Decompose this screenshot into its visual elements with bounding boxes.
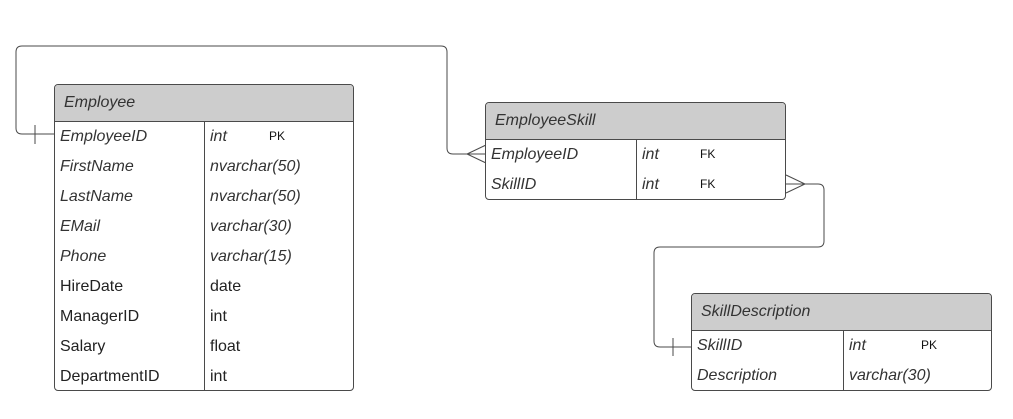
column-row: Salary float <box>55 332 353 362</box>
connector-employee-employeeskill <box>15 45 486 155</box>
column-type: nvarchar(50) <box>210 158 301 175</box>
column-name: EMail <box>60 218 101 235</box>
column-name: EmployeeID <box>60 128 148 145</box>
column-row: Phone varchar(15) <box>55 242 353 272</box>
column-row: HireDate date <box>55 272 353 302</box>
column-type: varchar(30) <box>849 367 931 384</box>
column-row: LastName nvarchar(50) <box>55 182 353 212</box>
entity-employeeskill-title: EmployeeSkill <box>486 103 785 140</box>
column-name: HireDate <box>60 278 124 295</box>
column-type: int <box>210 368 227 385</box>
column-name: Phone <box>60 248 107 265</box>
column-name: SkillID <box>491 176 537 193</box>
key-badge: FK <box>700 146 716 161</box>
column-type: nvarchar(50) <box>210 188 301 205</box>
column-name: ManagerID <box>60 308 140 325</box>
key-badge: FK <box>700 176 716 191</box>
column-row: FirstName nvarchar(50) <box>55 152 353 182</box>
entity-employee-title: Employee <box>55 85 353 122</box>
column-type: float <box>210 338 241 355</box>
column-type: date <box>210 278 242 295</box>
column-row: ManagerID int <box>55 302 353 332</box>
connector-skilldescription-employeeskill <box>653 183 825 348</box>
many-marker-employeeskill-employeeid <box>465 144 487 164</box>
column-name: FirstName <box>60 158 134 175</box>
column-type: int <box>210 308 227 325</box>
entity-skilldescription-title: SkillDescription <box>692 294 991 331</box>
column-row: EMail varchar(30) <box>55 212 353 242</box>
column-row: DepartmentID int <box>55 362 353 390</box>
column-divider <box>843 331 844 390</box>
column-divider <box>636 140 637 199</box>
column-divider <box>204 122 205 390</box>
key-badge: PK <box>269 128 286 143</box>
many-marker-employeeskill-skillid <box>785 174 807 194</box>
column-name: DepartmentID <box>60 368 160 385</box>
column-type: varchar(15) <box>210 248 292 265</box>
key-badge: PK <box>921 337 938 352</box>
column-name: EmployeeID <box>491 146 579 163</box>
column-name: Salary <box>60 338 106 355</box>
column-name: SkillID <box>697 337 743 354</box>
column-type: varchar(30) <box>210 218 292 235</box>
column-name: LastName <box>60 188 133 205</box>
column-name: Description <box>697 367 778 384</box>
column-row: Description varchar(30) <box>692 361 991 390</box>
